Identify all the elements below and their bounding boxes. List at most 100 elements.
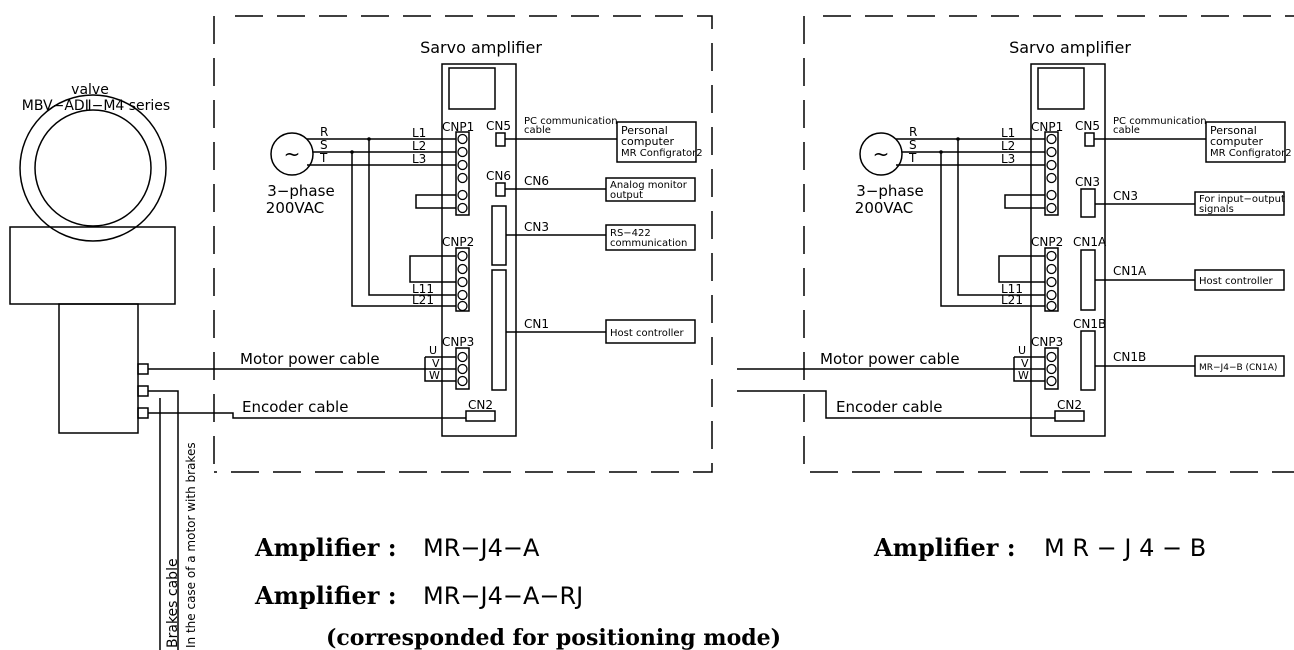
svg-text:cable: cable (524, 125, 551, 136)
amp-a-host-box (605, 319, 696, 344)
amp-b-cn5-port (1084, 132, 1095, 147)
brakes-note-label: In the case of a motor with brakes (184, 442, 198, 648)
amp-b-cn3-label: CN3 (1075, 175, 1100, 189)
valve-actuator (58, 303, 139, 434)
svg-text:U: U (429, 344, 437, 357)
amp-a-cnp3-label: CNP3 (442, 335, 474, 349)
amp-b-signals: CN5 PC communication cable Personal comp… (1073, 116, 1292, 377)
amp-b-frame: Sarvo amplifier (803, 15, 1294, 473)
caption-b-prefix: Amplifier : (873, 533, 1016, 562)
amp-b-host-box (1194, 269, 1285, 291)
amp-b-cn2-label: CN2 (1057, 398, 1082, 412)
svg-text:R: R (320, 125, 328, 139)
amp-b-cnp1-block (1044, 131, 1059, 216)
svg-text:L3: L3 (412, 152, 426, 166)
amp-a-supply-voltage: 200VAC (266, 199, 324, 217)
amp-b-j4b-box (1194, 355, 1285, 377)
amp-a-frame: Sarvo amplifier (213, 15, 713, 473)
svg-text:Host controller: Host controller (610, 328, 685, 339)
amp-b-case (1030, 63, 1106, 437)
svg-text:L3: L3 (1001, 152, 1015, 166)
svg-text:W: W (1018, 369, 1029, 382)
svg-text:CN1A: CN1A (1113, 264, 1147, 278)
caption-a-rj-note: (corresponded for positioning mode) (326, 625, 781, 650)
svg-text:S: S (320, 138, 328, 152)
svg-text:For input−output: For input−output (1199, 194, 1285, 205)
amp-b-cnp1-label: CNP1 (1031, 120, 1063, 134)
amp-a-supply: ~ 3−phase 200VAC R S T L1 L2 L3 L11 L21 … (266, 120, 474, 349)
amp-b-motor-power-cable-label: Motor power cable (820, 350, 960, 368)
svg-text:L21: L21 (412, 293, 434, 307)
brake-port (137, 385, 149, 397)
captions: Amplifier : MR−J4−A Amplifier : MR−J4−A−… (254, 533, 1206, 650)
svg-text:signals: signals (1199, 204, 1234, 215)
amp-a-cn2-port (465, 410, 496, 422)
svg-text:L2: L2 (1001, 139, 1015, 153)
svg-text:Personal: Personal (621, 124, 668, 137)
amp-b-supply-phase: 3−phase (856, 182, 923, 200)
amp-b-cn5-label: CN5 (1075, 119, 1100, 133)
encoder-cable-label: Encoder cable (242, 398, 348, 416)
amp-b-cn1b-port (1080, 330, 1096, 391)
svg-text:CN1: CN1 (524, 317, 549, 331)
svg-text:computer: computer (1210, 135, 1264, 148)
svg-text:L1: L1 (1001, 126, 1015, 140)
amp-a-cn6-port (495, 182, 506, 197)
caption-a-model: MR−J4−A (423, 534, 540, 562)
amp-a-title: Sarvo amplifier (420, 38, 542, 57)
svg-text:L11: L11 (1001, 282, 1023, 296)
svg-text:T: T (319, 151, 328, 165)
amp-a-cn1-port (491, 269, 507, 391)
amp-b-cn1b-label: CN1B (1073, 317, 1106, 331)
caption-a-rj-model: MR−J4−A−RJ (423, 582, 583, 610)
svg-text:T: T (908, 151, 917, 165)
svg-text:Analog monitor: Analog monitor (610, 180, 688, 191)
amp-a-case (441, 63, 517, 437)
amp-a-motor-wiring: U V W CN2 (424, 344, 493, 412)
svg-text:L21: L21 (1001, 293, 1023, 307)
amp-b-cn1a-label: CN1A (1073, 235, 1107, 249)
amp-b-title: Sarvo amplifier (1009, 38, 1131, 57)
amp-a-body (409, 63, 517, 437)
encoder-port (137, 407, 149, 419)
svg-text:L2: L2 (412, 139, 426, 153)
svg-text:L1: L1 (412, 126, 426, 140)
svg-text:S: S (909, 138, 917, 152)
amp-a-cn5-port (495, 132, 506, 147)
svg-text:L11: L11 (412, 282, 434, 296)
svg-text:RS−422: RS−422 (610, 228, 651, 239)
amp-a-rs422-box (605, 224, 696, 251)
amp-a-cn3-port (491, 205, 507, 266)
motor-power-cable-label: Motor power cable (240, 350, 380, 368)
motor-power-port (137, 363, 149, 375)
svg-text:MR Configrator2: MR Configrator2 (621, 148, 703, 159)
svg-text:CN3: CN3 (524, 220, 549, 234)
amp-a-cnp2-label: CNP2 (442, 235, 474, 249)
svg-text:CN3: CN3 (1113, 189, 1138, 203)
svg-text:MR−J4−B (CN1A): MR−J4−B (CN1A) (1199, 363, 1277, 373)
amp-a-display (448, 67, 496, 110)
svg-text:R: R (909, 125, 917, 139)
amp-b-display (1037, 67, 1085, 110)
amp-b-cnp3-label: CNP3 (1031, 335, 1063, 349)
amp-b-pc-box (1205, 121, 1286, 163)
amp-b-io-box (1194, 191, 1285, 216)
valve-series: MBV−ADⅡ−M4 series (22, 98, 170, 114)
svg-text:~: ~ (873, 142, 890, 166)
valve-inner-circle (34, 109, 152, 227)
amp-b-supply: ~ 3−phase 200VAC R S T L1 L2 L3 L11 L21 … (855, 120, 1063, 349)
amp-b-motor-wiring: U V W Motor power cable Encoder cable CN… (737, 344, 1082, 419)
amp-b-cn3-port (1080, 188, 1096, 218)
amp-a-cn6-label: CN6 (486, 169, 511, 183)
amp-a-analog-box (605, 177, 696, 202)
svg-text:V: V (432, 357, 440, 370)
amp-a-ac-source-icon (270, 132, 314, 176)
amp-b-cn1a-port (1080, 249, 1096, 311)
caption-a-prefix: Amplifier : (254, 533, 397, 562)
svg-text:computer: computer (621, 135, 675, 148)
svg-text:PC communication: PC communication (524, 116, 618, 127)
svg-text:Personal: Personal (1210, 124, 1257, 137)
caption-b-model: M R − J 4 − B (1044, 534, 1206, 562)
svg-text:U: U (1018, 344, 1026, 357)
